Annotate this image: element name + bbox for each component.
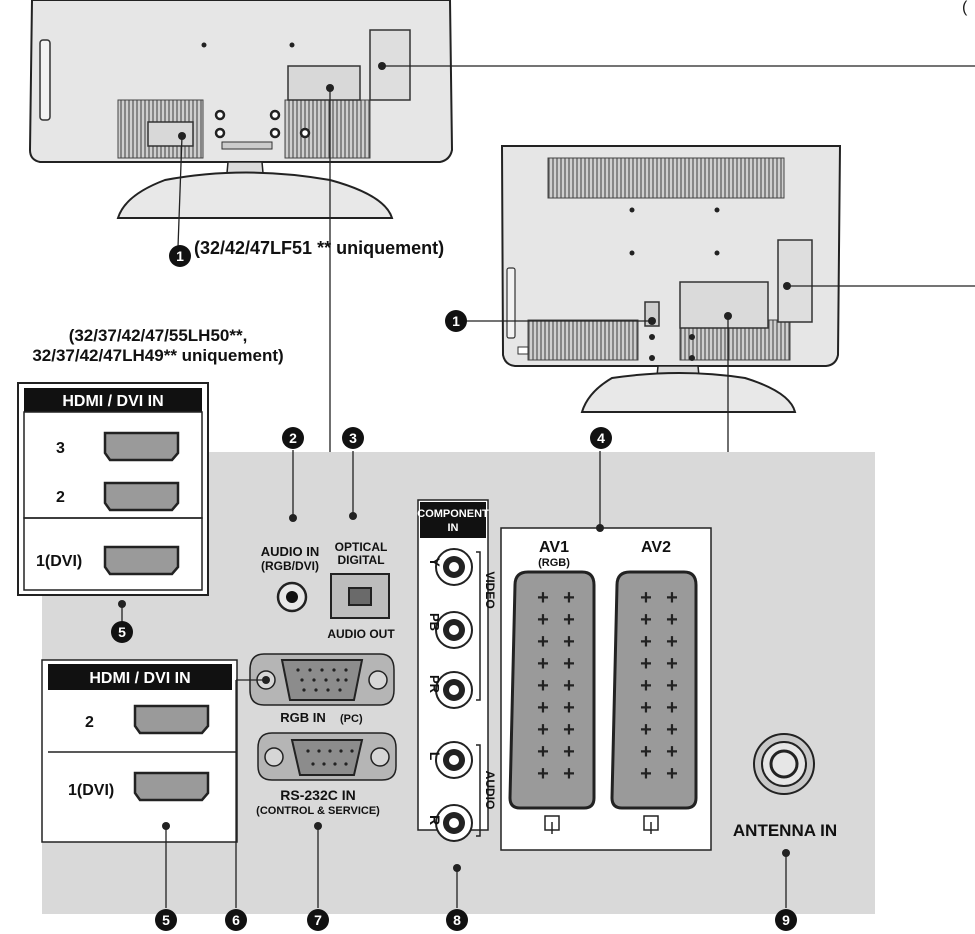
rgb-in-label: RGB IN [280,710,326,725]
svg-text:+: + [537,587,549,609]
audio-label: AUDIO [483,771,497,810]
svg-text:+: + [666,631,678,653]
callout-5-upper: 5 [118,624,126,640]
svg-text:+: + [640,741,652,763]
video-label: VIDEO [483,571,497,608]
svg-text:+: + [537,653,549,675]
callout-1-second: 1 [452,313,460,329]
svg-text:+: + [563,631,575,653]
svg-text:+: + [640,653,652,675]
callout-2: 2 [289,430,297,446]
svg-text:+: + [640,675,652,697]
hdmi-box-b-title: HDMI / DVI IN [89,670,190,687]
svg-text:+: + [666,675,678,697]
pb-label: PB [427,613,442,631]
optical-label: OPTICAL [335,540,388,554]
av2-label: AV2 [641,539,671,556]
hdmi-b-row-2: 2 [85,714,94,731]
l-label: L [427,752,443,761]
antenna-in-label: ANTENNA IN [733,821,837,840]
svg-text:+: + [537,763,549,785]
svg-text:+: + [640,697,652,719]
svg-text:+: + [666,653,678,675]
svg-text:+: + [640,763,652,785]
svg-text:+: + [640,587,652,609]
svg-text:+: + [537,631,549,653]
optical-digital-port [330,573,390,619]
left-model-caption-line1: (32/37/42/47/55LH50**, [69,326,248,345]
callout-8: 8 [453,912,461,928]
svg-text:+: + [563,609,575,631]
svg-text:+: + [666,609,678,631]
leader-dots [118,62,791,872]
svg-text:+: + [537,697,549,719]
leader-lines [121,65,975,908]
hdmi-box-a-title: HDMI / DVI IN [62,393,163,410]
callout-badges [111,245,797,931]
left-model-caption-line2: 32/37/42/47LH49** uniquement) [32,346,283,365]
av1-label: AV1 [539,539,569,556]
hdmi-b-row-1dvi: 1(DVI) [68,782,114,799]
callout-3: 3 [349,430,357,446]
svg-text:+: + [666,719,678,741]
callout-1-top: 1 [176,248,184,264]
top-tv-back [28,0,454,219]
svg-text:+: + [640,631,652,653]
svg-text:+: + [537,741,549,763]
audio-out-label: AUDIO OUT [327,627,395,641]
audio-in-jack [276,581,308,613]
svg-text:+: + [640,719,652,741]
svg-text:+: + [563,763,575,785]
av1-sub-label: (RGB) [538,557,570,569]
svg-text:+: + [537,675,549,697]
svg-text:+: + [563,653,575,675]
hdmi-box-a [17,382,209,596]
rgb-in-sub-label: (PC) [340,713,363,725]
r-label: R [427,815,443,825]
hdmi-a-row-3: 3 [56,440,65,457]
second-tv-back [500,145,842,413]
svg-text:+: + [666,763,678,785]
svg-text:+: + [563,719,575,741]
rs232c-label: RS-232C IN [280,787,355,803]
component-label: COMPONENT [417,508,489,520]
pr-label: PR [427,675,442,694]
svg-text:+: + [666,697,678,719]
callout-9: 9 [782,912,790,928]
callout-6: 6 [232,912,240,928]
rs232c-port [257,732,397,781]
antenna-in-port [753,733,815,795]
svg-text:+: + [537,609,549,631]
svg-text:+: + [666,587,678,609]
callout-5-lower: 5 [162,912,170,928]
hdmi-box-b [41,659,238,843]
svg-text:+: + [563,697,575,719]
component-in-label: IN [448,522,459,534]
rs232c-sub-label: (CONTROL & SERVICE) [256,805,380,817]
svg-text:+: + [640,609,652,631]
svg-text:+: + [537,719,549,741]
audio-in-label: AUDIO IN [261,544,320,559]
rgb-in-port [249,653,395,706]
callout-4: 4 [597,430,605,446]
svg-text:+: + [563,675,575,697]
hdmi-a-row-1dvi: 1(DVI) [36,553,82,570]
component-in-column [417,499,489,842]
y-label: Y [427,557,443,567]
scart-box: ++ ++ ++ ++ ++ ++ ++ ++ ++ ++ ++ ++ ++ +… [500,527,712,851]
audio-in-sub-label: (RGB/DVI) [261,559,319,573]
svg-text:+: + [666,741,678,763]
corner-mark: ( [962,0,968,16]
digital-label: DIGITAL [337,553,384,567]
callout-7: 7 [314,912,322,928]
svg-text:+: + [563,587,575,609]
hdmi-a-row-2: 2 [56,489,65,506]
svg-text:+: + [563,741,575,763]
top-model-caption: (32/42/47LF51 ** uniquement) [194,238,444,258]
